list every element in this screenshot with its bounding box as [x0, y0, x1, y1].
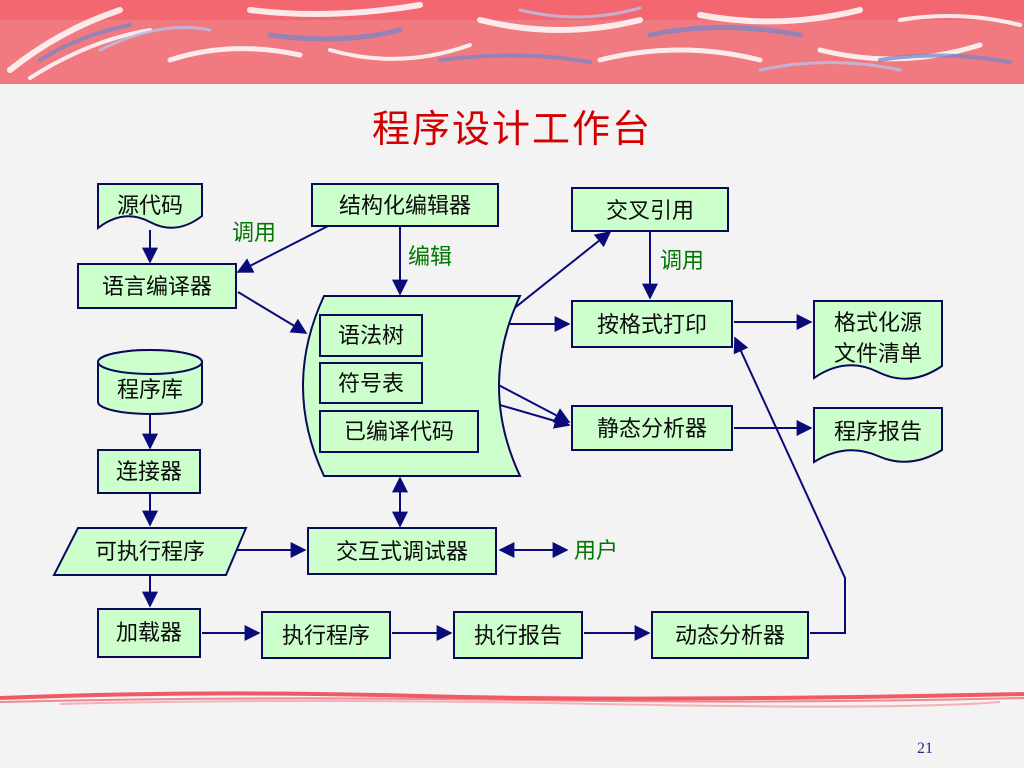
node-formatted-source-listing-line1: 格式化源 — [834, 311, 922, 336]
top-decorative-band — [0, 0, 1024, 84]
edge-editor-to-compiler — [236, 224, 331, 273]
node-executable-program-label: 可执行程序 — [95, 540, 205, 565]
node-symbol-table: 符号表 — [319, 362, 423, 404]
edge-label-call-left: 调用 — [232, 221, 276, 246]
edges — [142, 224, 846, 641]
node-linker-label: 连接器 — [116, 460, 182, 485]
node-format-print: 按格式打印 — [571, 300, 733, 348]
edge-dynamic-analyzer-to-format-print — [733, 336, 846, 634]
node-language-compiler-label: 语言编译器 — [102, 275, 212, 300]
node-program-report-label: 程序报告 — [834, 420, 922, 445]
node-interactive-debugger-label: 交互式调试器 — [336, 540, 468, 565]
node-language-compiler: 语言编译器 — [77, 263, 237, 309]
node-compiled-code-label: 已编译代码 — [344, 420, 454, 445]
node-symbol-table-label: 符号表 — [338, 372, 404, 397]
edge-label-call-right: 调用 — [660, 249, 704, 274]
node-source-code: 源代码 — [97, 183, 203, 231]
node-formatted-source-listing: 格式化源 文件清单 — [813, 300, 943, 380]
node-cross-reference-label: 交叉引用 — [606, 199, 694, 224]
node-static-analyzer: 静态分析器 — [571, 405, 733, 451]
node-loader: 加载器 — [97, 608, 201, 658]
node-syntax-tree-label: 语法树 — [338, 324, 404, 349]
node-program-report: 程序报告 — [813, 407, 943, 464]
node-source-code-label: 源代码 — [117, 194, 183, 219]
node-loader-label: 加载器 — [116, 621, 182, 646]
node-interactive-debugger: 交互式调试器 — [307, 527, 497, 575]
node-program-library: 程序库 — [97, 349, 203, 415]
node-executable-program: 可执行程序 — [52, 527, 248, 576]
node-program-library-label: 程序库 — [117, 378, 183, 403]
node-compiled-code: 已编译代码 — [319, 410, 479, 453]
node-execution-report-label: 执行报告 — [474, 624, 562, 649]
node-execute-program-label: 执行程序 — [282, 624, 370, 649]
node-execution-report: 执行报告 — [453, 611, 583, 659]
node-structured-editor: 结构化编辑器 — [311, 183, 499, 227]
node-dynamic-analyzer-label: 动态分析器 — [675, 624, 785, 649]
node-user-label: 用户 — [574, 539, 618, 564]
node-cross-reference: 交叉引用 — [571, 187, 729, 232]
node-dynamic-analyzer: 动态分析器 — [651, 611, 809, 659]
node-execute-program: 执行程序 — [261, 611, 391, 659]
node-syntax-tree: 语法树 — [319, 314, 423, 357]
page-number: 21 — [917, 740, 933, 757]
node-structured-editor-label: 结构化编辑器 — [339, 194, 471, 219]
bottom-decorative-band — [0, 691, 1024, 708]
node-static-analyzer-label: 静态分析器 — [597, 417, 707, 442]
node-formatted-source-listing-line2: 文件清单 — [834, 342, 922, 367]
node-linker: 连接器 — [97, 449, 201, 494]
edge-compiler-to-database — [237, 291, 308, 334]
edge-label-edit: 编辑 — [408, 245, 452, 270]
slide-title: 程序设计工作台 — [371, 107, 652, 151]
node-format-print-label: 按格式打印 — [597, 313, 707, 338]
